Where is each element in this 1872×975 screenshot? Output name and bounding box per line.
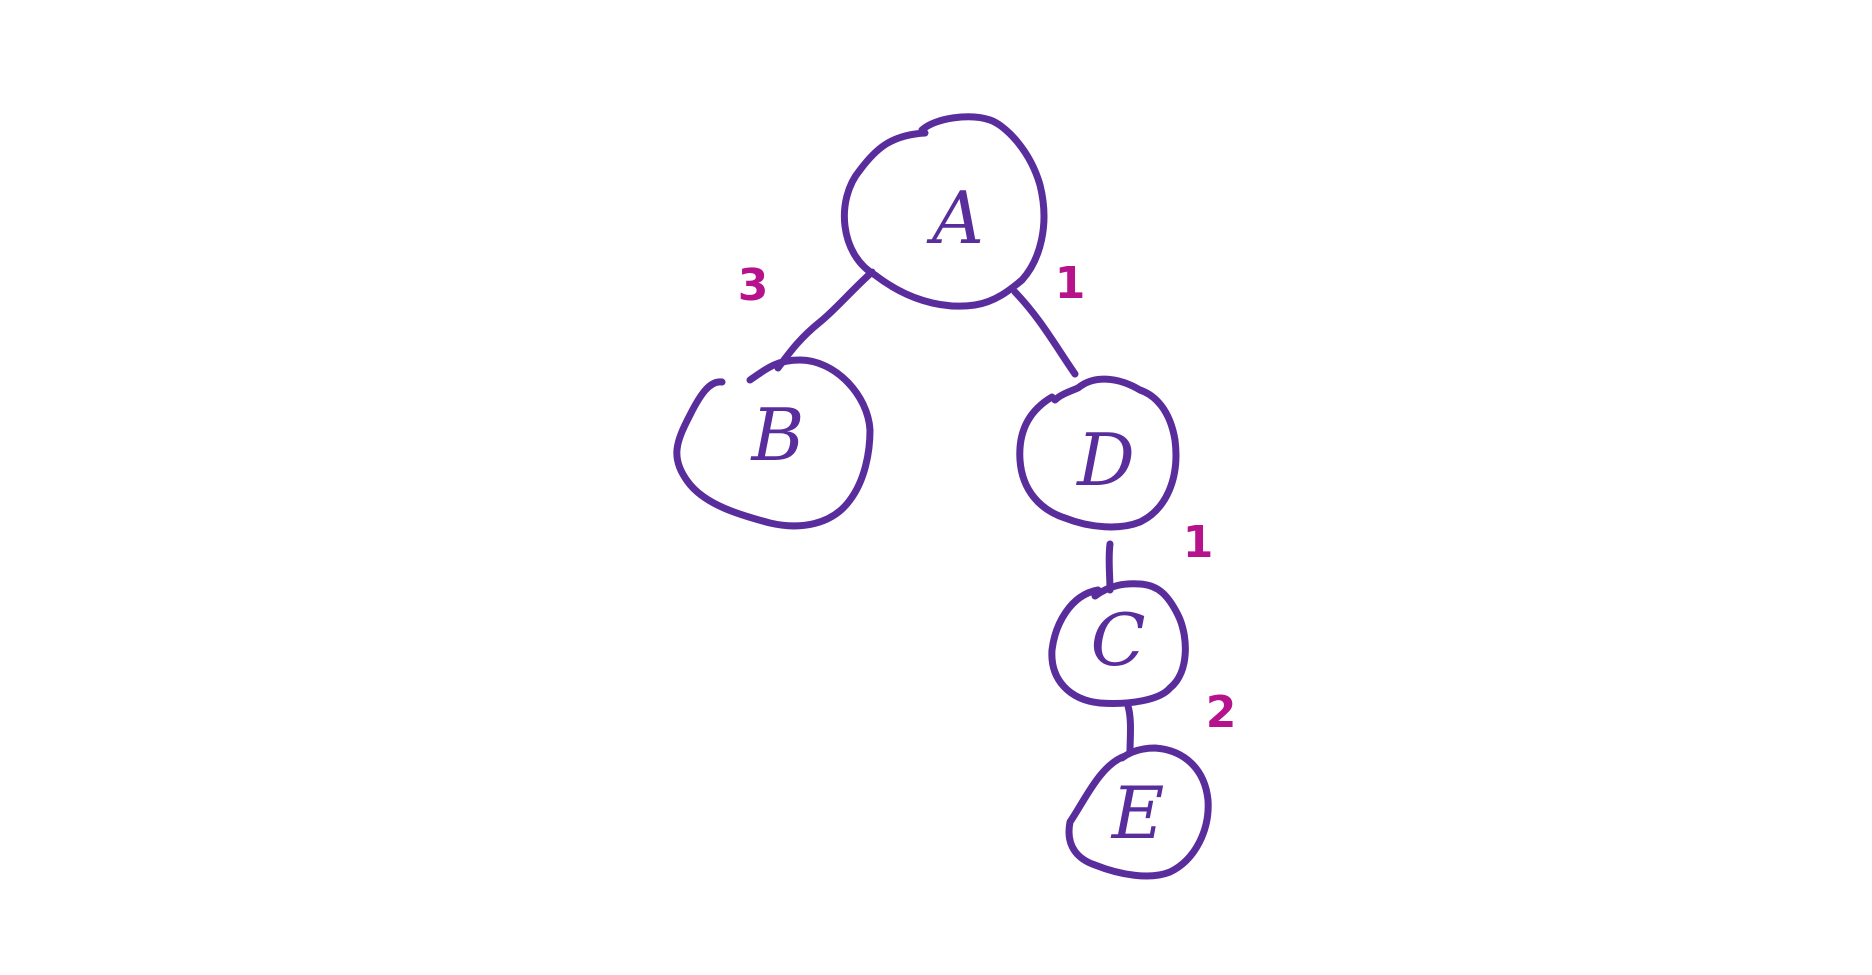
- node-e: E: [1065, 744, 1212, 880]
- node-d-label: D: [1075, 418, 1135, 502]
- node-c-outline: [1048, 580, 1189, 707]
- edge-d-c: [1105, 540, 1114, 594]
- node-c: C: [1048, 580, 1189, 707]
- weight-d-c: 1: [1183, 517, 1214, 568]
- edge-c-e: [1124, 702, 1134, 756]
- edge-a-b: [774, 268, 876, 372]
- node-a: A: [840, 113, 1048, 310]
- node-b: B: [673, 356, 874, 530]
- node-d-outline: [1016, 375, 1180, 531]
- weight-c-e: 2: [1206, 687, 1237, 738]
- node-e-outline: [1065, 744, 1212, 880]
- node-b-outline: [673, 356, 874, 530]
- node-d: D: [1016, 375, 1180, 531]
- node-c-label: C: [1090, 598, 1145, 682]
- node-a-label: A: [926, 176, 984, 260]
- node-e-label: E: [1110, 771, 1165, 855]
- weight-a-b: 3: [738, 260, 769, 311]
- weight-a-d: 1: [1055, 258, 1086, 309]
- node-b-label: B: [750, 393, 805, 477]
- node-a-outline: [840, 113, 1048, 310]
- edge-a-d: [1011, 288, 1079, 378]
